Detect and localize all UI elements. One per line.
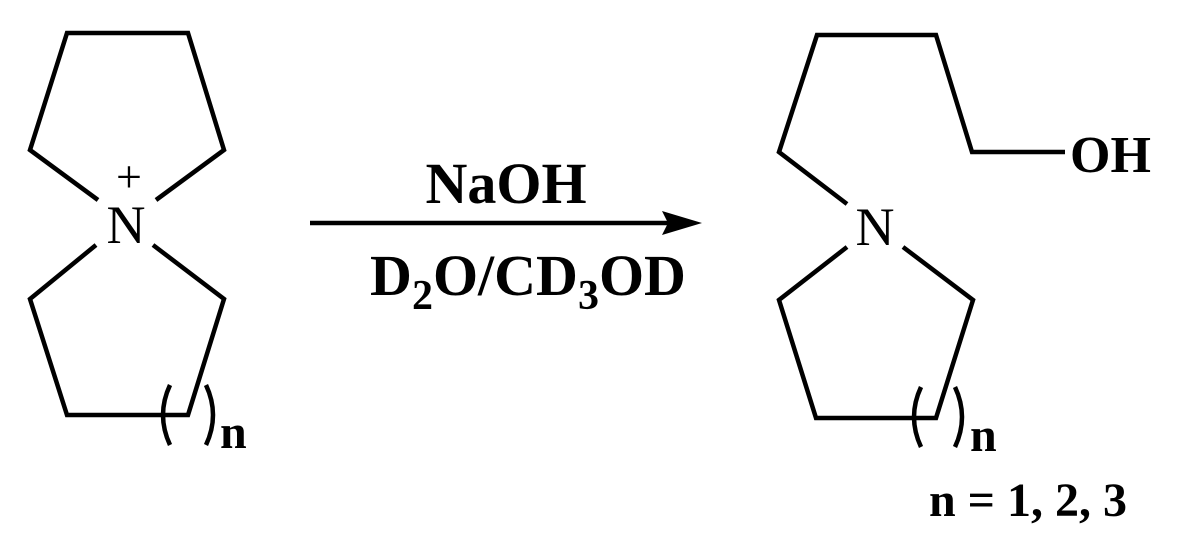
- reaction-arrow-head: [662, 211, 702, 235]
- product-left-repeat-bracket: [911, 386, 924, 448]
- reaction-arrow-group: NaOH D2O/CD3OD: [310, 151, 702, 319]
- repeat-count-condition: n = 1, 2, 3: [929, 474, 1127, 527]
- product-ring-bonds: [776, 245, 976, 421]
- reactant-spiro-ammonium: N + n: [27, 30, 247, 459]
- product-hydroxyl-group: OH: [1070, 127, 1151, 184]
- reactant-nitrogen-atom: N: [107, 195, 146, 255]
- reactant-right-repeat-bracket: [203, 384, 216, 446]
- product-hydroxybutyl-chain: [776, 32, 1065, 206]
- product-nitrogen-atom: N: [856, 197, 895, 257]
- reagent-label: NaOH: [425, 151, 586, 216]
- reactant-repeat-label: n: [220, 406, 247, 459]
- reactant-lower-ring-bonds: [27, 243, 227, 418]
- solvent-label: D2O/CD3OD: [370, 243, 686, 319]
- reactant-left-repeat-bracket: [160, 384, 173, 446]
- reactant-upper-ring-bonds: [27, 30, 227, 202]
- product-right-repeat-bracket: [952, 386, 965, 448]
- product-amino-alcohol: OH N n n = 1, 2, 3: [776, 32, 1151, 527]
- product-repeat-label: n: [970, 409, 997, 462]
- positive-charge: +: [116, 151, 142, 202]
